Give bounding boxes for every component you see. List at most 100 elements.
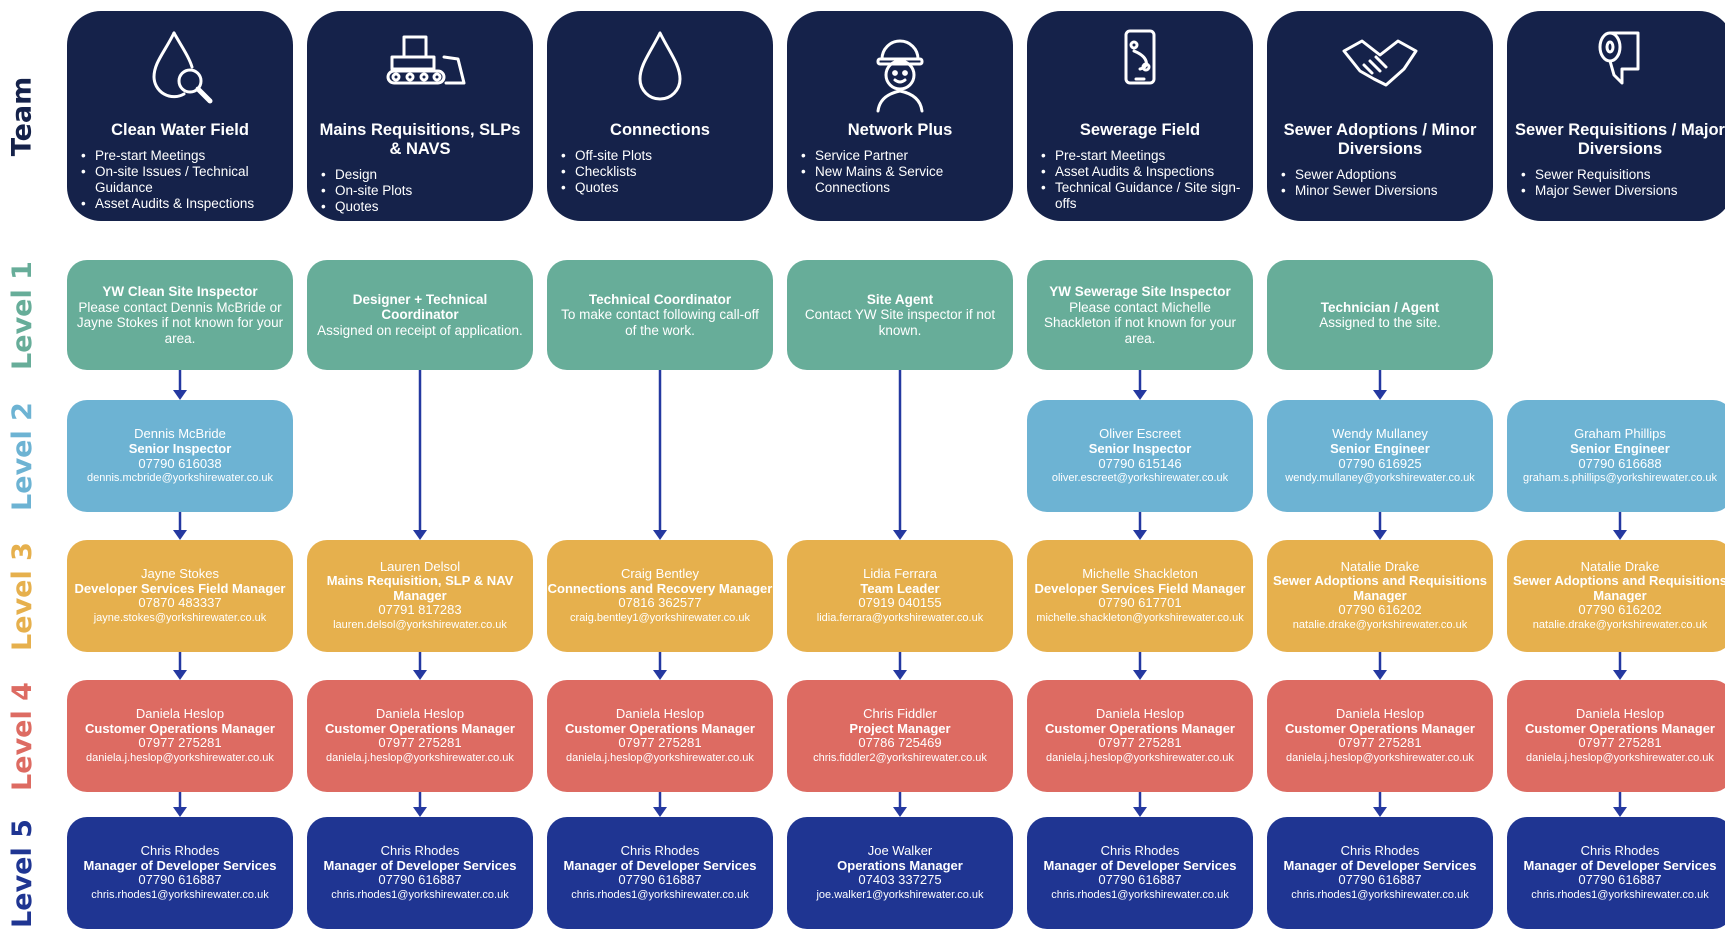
team-duties: DesignOn-site PlotsQuotes	[307, 167, 533, 215]
contact-name: Daniela Heslop	[615, 706, 705, 721]
team-box: Network PlusService PartnerNew Mains & S…	[787, 11, 1013, 221]
level1-text: Please contact Michelle Shackleton if no…	[1043, 299, 1237, 346]
team-title: Sewer Requisitions / Major Diversions	[1515, 121, 1725, 158]
contact-email: joe.walker1@yorkshirewater.co.uk	[816, 888, 984, 901]
team-duty-item: Quotes	[321, 199, 525, 215]
team-duty-item: Asset Audits & Inspections	[81, 196, 285, 212]
contact-name: Dennis McBride	[134, 426, 226, 441]
level1-title: Site Agent	[866, 291, 934, 307]
connector-arrow	[413, 792, 427, 817]
contact-role: Manager of Developer Services	[323, 857, 517, 873]
contact-phone: 07977 275281	[378, 735, 462, 750]
contact-email: daniela.j.heslop@yorkshirewater.co.uk	[566, 751, 754, 764]
team-duties: Pre-start MeetingsAsset Audits & Inspect…	[1027, 148, 1253, 212]
connector-arrow	[1373, 370, 1387, 400]
row-label-level1: Level 1	[0, 260, 44, 370]
contact-role: Operations Manager	[837, 857, 963, 873]
contact-email: daniela.j.heslop@yorkshirewater.co.uk	[326, 751, 514, 764]
contact-phone: 07977 275281	[1338, 735, 1422, 750]
row-label-text: Level 2	[6, 401, 38, 511]
contact-phone: 07790 615146	[1098, 456, 1182, 471]
row-label-text: Level 5	[6, 818, 38, 928]
connector-arrow	[413, 652, 427, 680]
team-duty-item: Sewer Adoptions	[1281, 167, 1485, 183]
row-label-level4: Level 4	[0, 680, 44, 792]
contact-name: Chris Rhodes	[1100, 843, 1180, 858]
team-title: Network Plus	[847, 121, 953, 139]
team-box: Sewer Adoptions / Minor DiversionsSewer …	[1267, 11, 1493, 221]
team-box: Sewer Requisitions / Major DiversionsSew…	[1507, 11, 1725, 221]
row-label-level5: Level 5	[0, 817, 44, 929]
team-duties: Pre-start MeetingsOn-site Issues / Techn…	[67, 148, 293, 212]
contact-name: Daniela Heslop	[1575, 706, 1665, 721]
team-duty-item: Design	[321, 167, 525, 183]
connector-arrow	[1373, 512, 1387, 540]
row-label-text: Level 4	[6, 681, 38, 791]
connector-arrow	[173, 792, 187, 817]
contact-role: Manager of Developer Services	[563, 857, 757, 873]
contact-phone: 07403 337275	[858, 872, 942, 887]
contact-phone: 07791 817283	[378, 602, 462, 618]
team-duties: Sewer RequisitionsMajor Sewer Diversions	[1507, 167, 1725, 199]
team-title: Mains Requisitions, SLPs & NAVS	[319, 121, 521, 158]
contact-name: Wendy Mullaney	[1332, 426, 1428, 441]
level1-title: Technician / Agent	[1320, 299, 1440, 315]
contact-role: Senior Inspector	[1088, 441, 1192, 456]
contact-role: Developer Services Field Manager	[74, 580, 286, 596]
connector-arrow	[893, 792, 907, 817]
contact-role: Manager of Developer Services	[1283, 857, 1477, 873]
contact-phone: 07977 275281	[1578, 735, 1662, 750]
contact-email: lauren.delsol@yorkshirewater.co.uk	[333, 618, 507, 631]
contact-name: Chris Fiddler	[863, 706, 937, 721]
contact-role: Team Leader	[860, 580, 940, 596]
team-duties: Sewer AdoptionsMinor Sewer Diversions	[1267, 167, 1493, 199]
contact-role: Customer Operations Manager	[1525, 720, 1715, 736]
contact-email: daniela.j.heslop@yorkshirewater.co.uk	[1526, 751, 1714, 764]
team-duty-item: Technical Guidance / Site sign-offs	[1041, 180, 1245, 212]
connector-arrow	[893, 652, 907, 680]
contact-name: Chris Rhodes	[140, 843, 220, 858]
contact-name: Natalie Drake	[1340, 558, 1420, 574]
team-duty-item: Sewer Requisitions	[1521, 167, 1725, 183]
contact-role: Senior Engineer	[1330, 441, 1430, 456]
contact-phone: 07977 275281	[618, 735, 702, 750]
connector-arrow	[893, 370, 907, 540]
level1-text: Assigned to the site.	[1319, 315, 1441, 330]
connector-arrow	[1373, 652, 1387, 680]
contact-phone: 07790 616038	[138, 456, 222, 471]
contact-email: chris.rhodes1@yorkshirewater.co.uk	[331, 888, 509, 901]
team-duty-item: Pre-start Meetings	[81, 148, 285, 164]
contact-name: Daniela Heslop	[1335, 706, 1425, 721]
contact-phone: 07919 040155	[858, 595, 942, 610]
contact-email: natalie.drake@yorkshirewater.co.uk	[1532, 618, 1708, 631]
row-label-team: Team	[0, 11, 44, 221]
connector-arrow	[173, 370, 187, 400]
contact-role: Developer Services Field Manager	[1034, 580, 1246, 596]
connector-arrow	[653, 370, 667, 540]
team-duty-item: Asset Audits & Inspections	[1041, 164, 1245, 180]
team-title: Connections	[610, 121, 710, 139]
team-duty-item: Off-site Plots	[561, 148, 765, 164]
connector-arrow	[653, 652, 667, 680]
team-duty-item: New Mains & Service Connections	[801, 164, 1005, 196]
contact-phone: 07790 616887	[138, 872, 222, 887]
contact-phone: 07790 616887	[618, 872, 702, 887]
contact-phone: 07790 616202	[1338, 602, 1422, 618]
team-box: Sewerage FieldPre-start MeetingsAsset Au…	[1027, 11, 1253, 221]
connector-arrow	[1613, 792, 1627, 817]
contact-email: chris.rhodes1@yorkshirewater.co.uk	[1051, 888, 1229, 901]
